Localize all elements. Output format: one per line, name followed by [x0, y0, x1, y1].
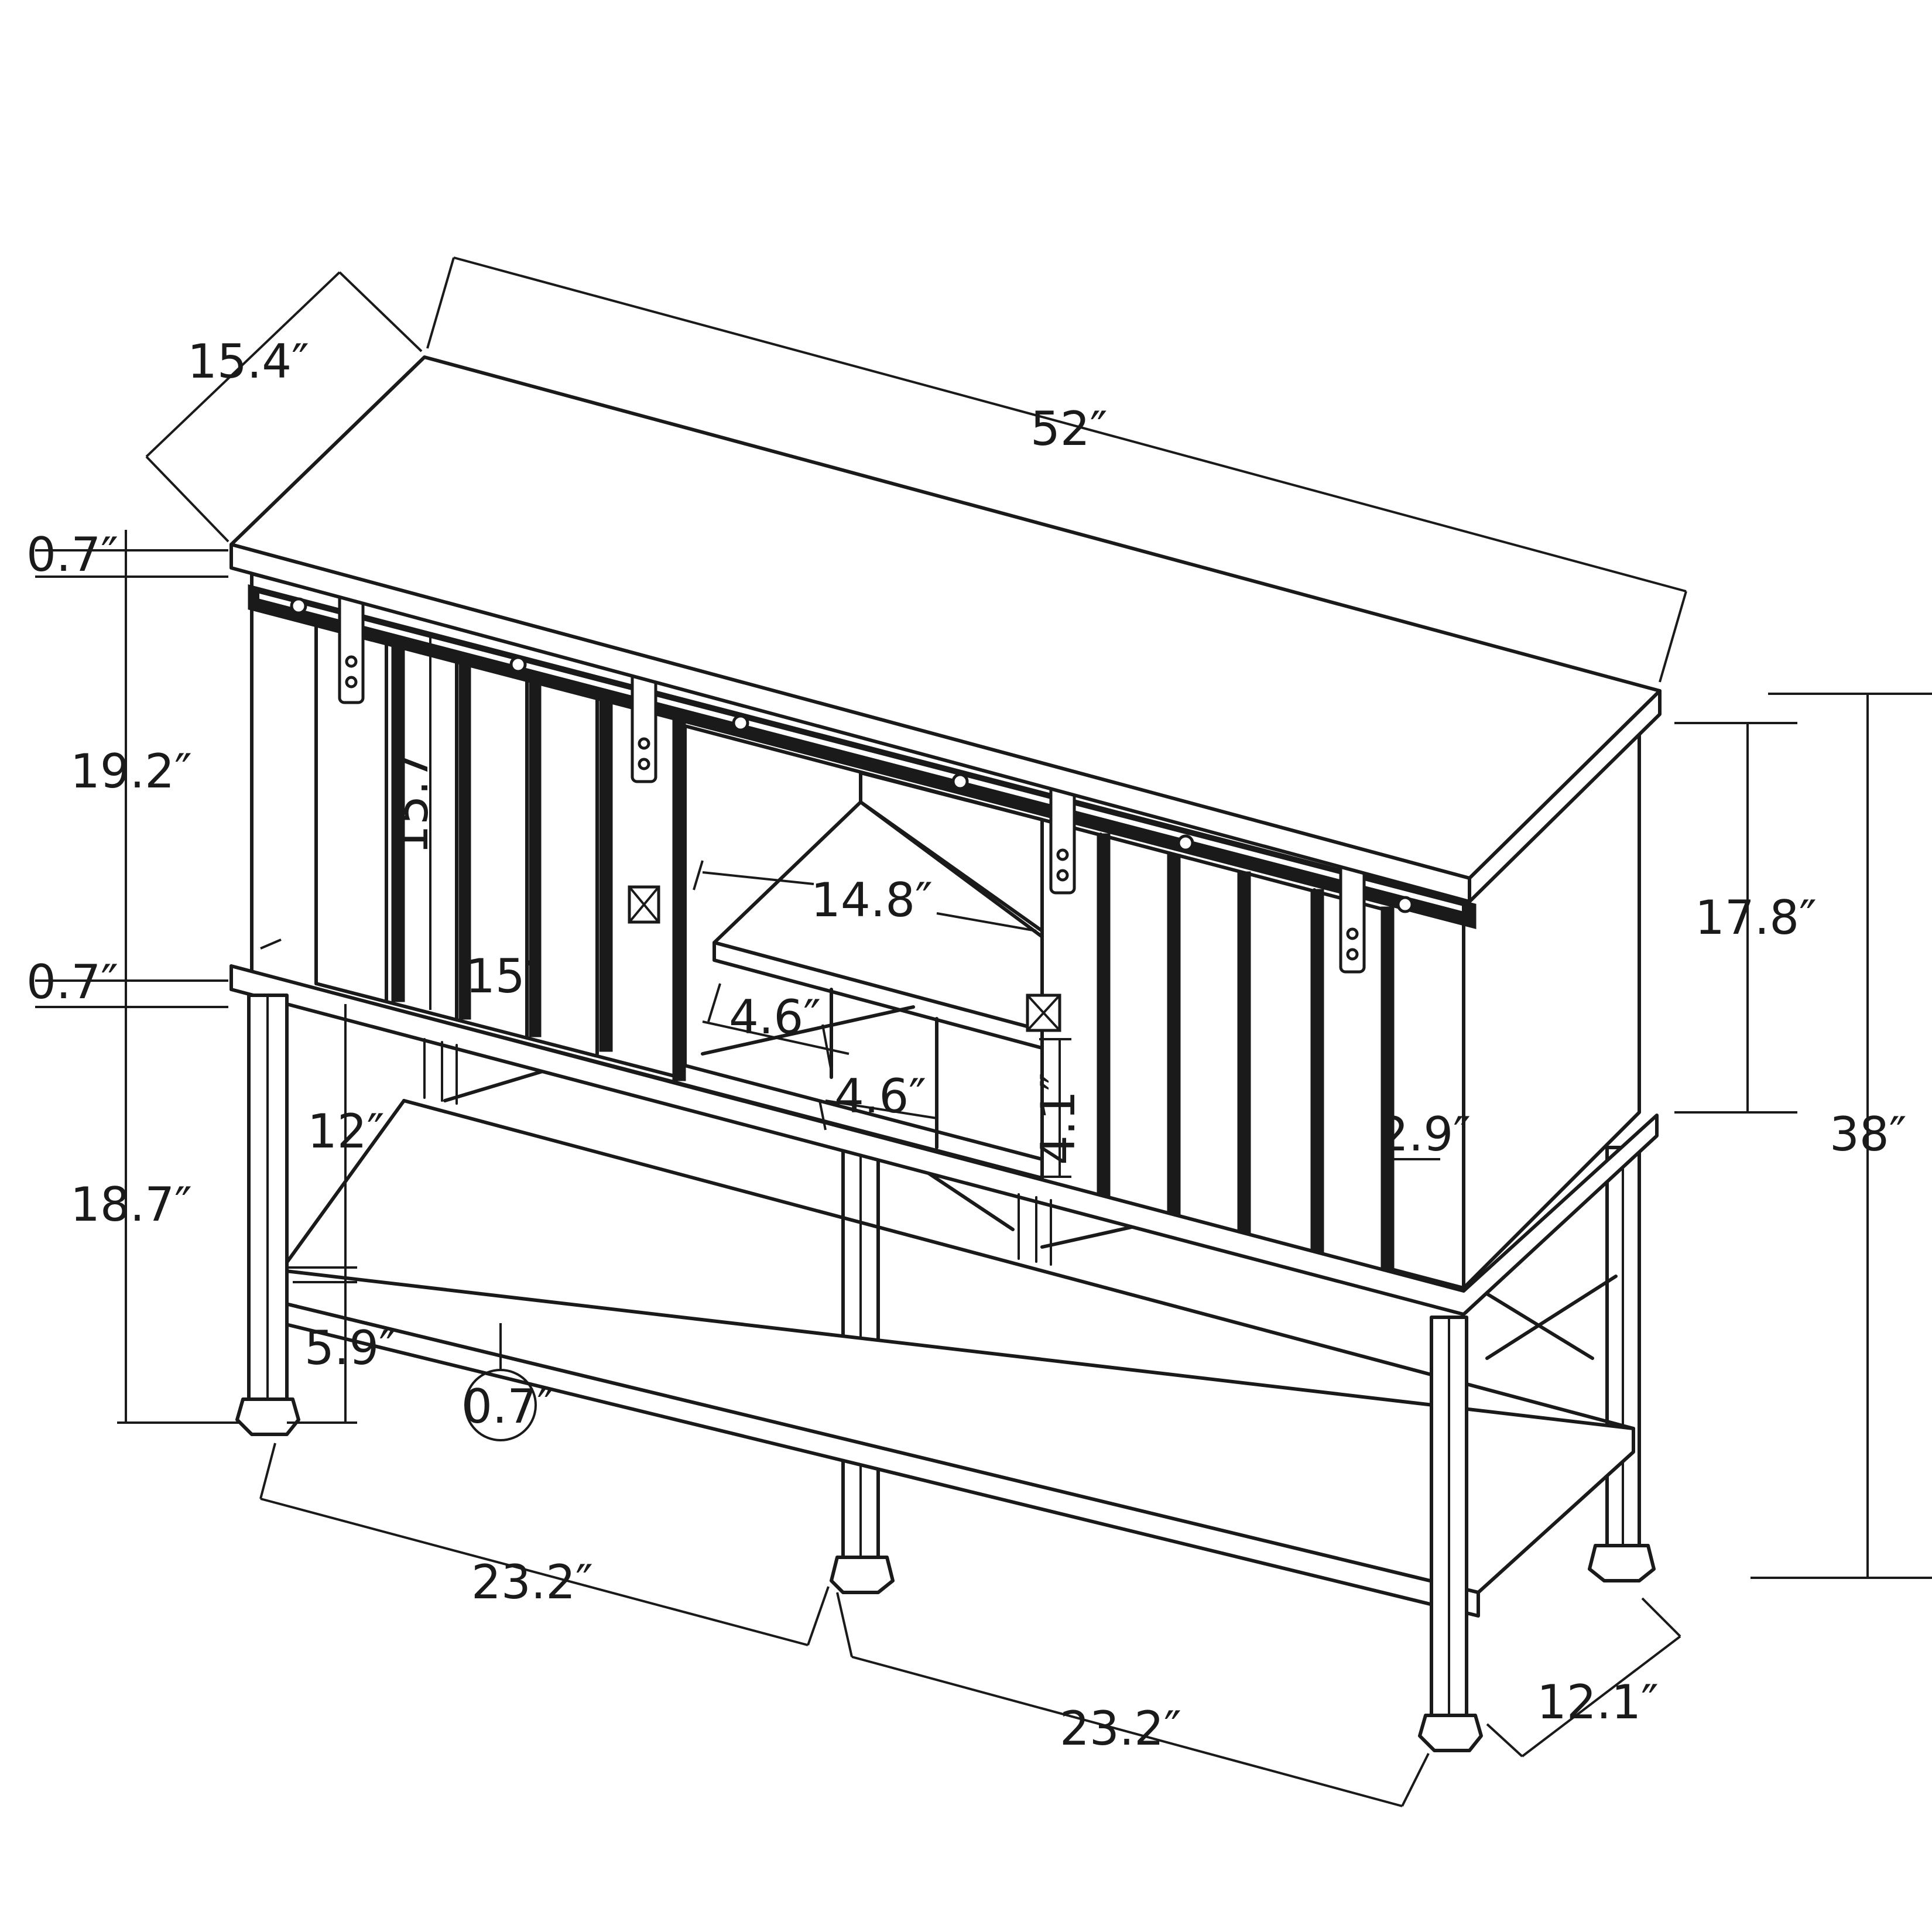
- label-top-width: 52″: [1030, 402, 1108, 456]
- label-cabinet-height: 19.2″: [70, 744, 192, 799]
- label-cubby-depth: 4.6″: [729, 990, 821, 1044]
- label-base-thickness: 0.7″: [26, 955, 118, 1009]
- tabletop-side-edge: [1468, 689, 1662, 903]
- front-right-foot: [1418, 1714, 1483, 1752]
- back-middle-foot: [830, 1556, 895, 1594]
- sideboard-drawing: [229, 355, 1662, 1752]
- label-leg-depth: 12.1″: [1537, 1675, 1659, 1729]
- back-right-foot: [1588, 1544, 1656, 1582]
- label-leg-height: 18.7″: [70, 1177, 192, 1232]
- label-top-depth: 15.4″: [187, 334, 309, 389]
- label-door-width: 15″: [465, 949, 543, 1003]
- label-foot-clearance: 5.9″: [304, 1321, 396, 1375]
- label-bottom-shelf-thickness: 0.7″: [463, 1379, 554, 1434]
- label-side-gap: 2.9″: [1379, 1107, 1471, 1162]
- front-left-foot: [235, 1397, 300, 1436]
- label-door-height: 15.7″: [384, 733, 439, 855]
- label-leg-spacing-left: 23.2″: [471, 1555, 593, 1609]
- label-cubby-height: 4.1″: [1031, 1073, 1085, 1165]
- label-cubby-width: 4.6″: [834, 1069, 926, 1123]
- rail-bolts: [290, 597, 1414, 913]
- base-stubs: [423, 1038, 1052, 1266]
- dimension-lines: [35, 256, 1932, 1807]
- door-handles: [628, 885, 1061, 1032]
- label-cabinet-inner-height: 17.8″: [1695, 890, 1817, 945]
- label-shelf-clearance: 12″: [307, 1104, 385, 1159]
- back-legs: [830, 1140, 1656, 1594]
- label-leg-spacing-right: 23.2″: [1060, 1701, 1181, 1756]
- label-shelf-width: 14.8″: [811, 873, 933, 927]
- dimension-labels: 15.4″ 52″ 0.7″ 19.2″ 0.7″ 18.7″ 17.8″ 38…: [26, 334, 1907, 1756]
- front-legs: [235, 994, 1483, 1752]
- door-hangers: [338, 592, 1366, 974]
- label-overall-height: 38″: [1830, 1107, 1907, 1162]
- left-sliding-door: [314, 619, 686, 1081]
- label-top-thickness: 0.7″: [26, 527, 118, 582]
- right-sliding-door: [1040, 818, 1395, 1278]
